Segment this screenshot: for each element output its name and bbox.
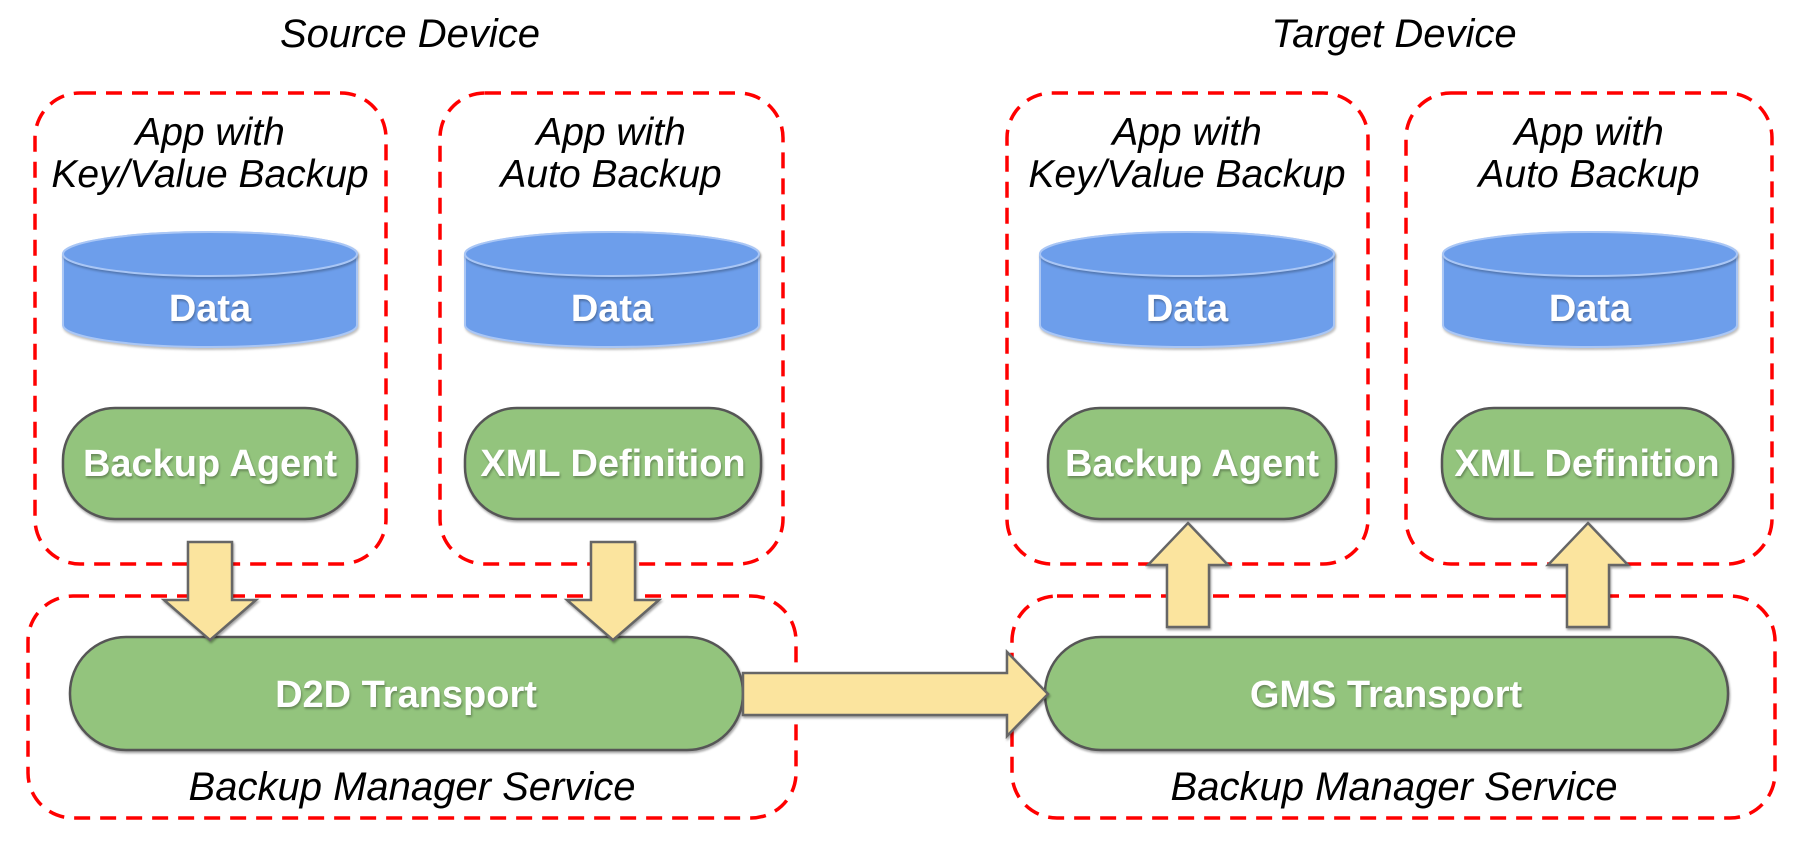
source-auto-data-cylinder xyxy=(464,231,760,348)
target-backup-agent-pill xyxy=(1046,406,1338,521)
data-label: Data xyxy=(168,288,252,330)
target-keyvalue-data-cylinder xyxy=(1039,231,1335,348)
source-backup-manager-service-label: Backup Manager Service xyxy=(188,765,636,809)
target-keyvalue-app-label: App with Key/Value Backup xyxy=(1028,111,1346,196)
source-auto-app-box xyxy=(438,91,785,566)
data-label: Data xyxy=(1548,288,1632,330)
source-backup-agent-label: Backup Agent xyxy=(82,443,338,485)
target-backup-manager-service-label: Backup Manager Service xyxy=(1170,765,1618,809)
target-xml-definition-pill xyxy=(1440,406,1735,521)
down-arrow-icon xyxy=(563,540,663,642)
down-arrow-icon xyxy=(160,540,260,642)
up-arrow-icon xyxy=(1545,521,1631,629)
target-device-title: Target Device xyxy=(1271,12,1517,56)
gms-transport-label: GMS Transport xyxy=(1249,674,1523,716)
target-xml-definition-label: XML Definition xyxy=(1454,443,1720,485)
up-arrow-icon xyxy=(1145,521,1231,629)
d2d-transport-label: D2D Transport xyxy=(275,674,537,716)
source-xml-definition-label: XML Definition xyxy=(480,443,746,485)
source-xml-definition-pill xyxy=(463,406,763,521)
target-backup-agent-label: Backup Agent xyxy=(1064,443,1320,485)
source-device-title: Source Device xyxy=(279,12,541,56)
source-keyvalue-data-cylinder xyxy=(62,231,358,348)
target-keyvalue-app-box xyxy=(1005,91,1370,566)
data-label: Data xyxy=(570,288,654,330)
data-label: Data xyxy=(1145,288,1229,330)
target-auto-app-label: App with Auto Backup xyxy=(1478,111,1700,196)
target-auto-data-cylinder xyxy=(1442,231,1738,348)
source-backup-agent-pill xyxy=(61,406,359,521)
source-auto-app-label: App with Auto Backup xyxy=(500,111,722,196)
right-arrow-icon xyxy=(741,648,1050,740)
source-keyvalue-app-label: App with Key/Value Backup xyxy=(51,111,369,196)
